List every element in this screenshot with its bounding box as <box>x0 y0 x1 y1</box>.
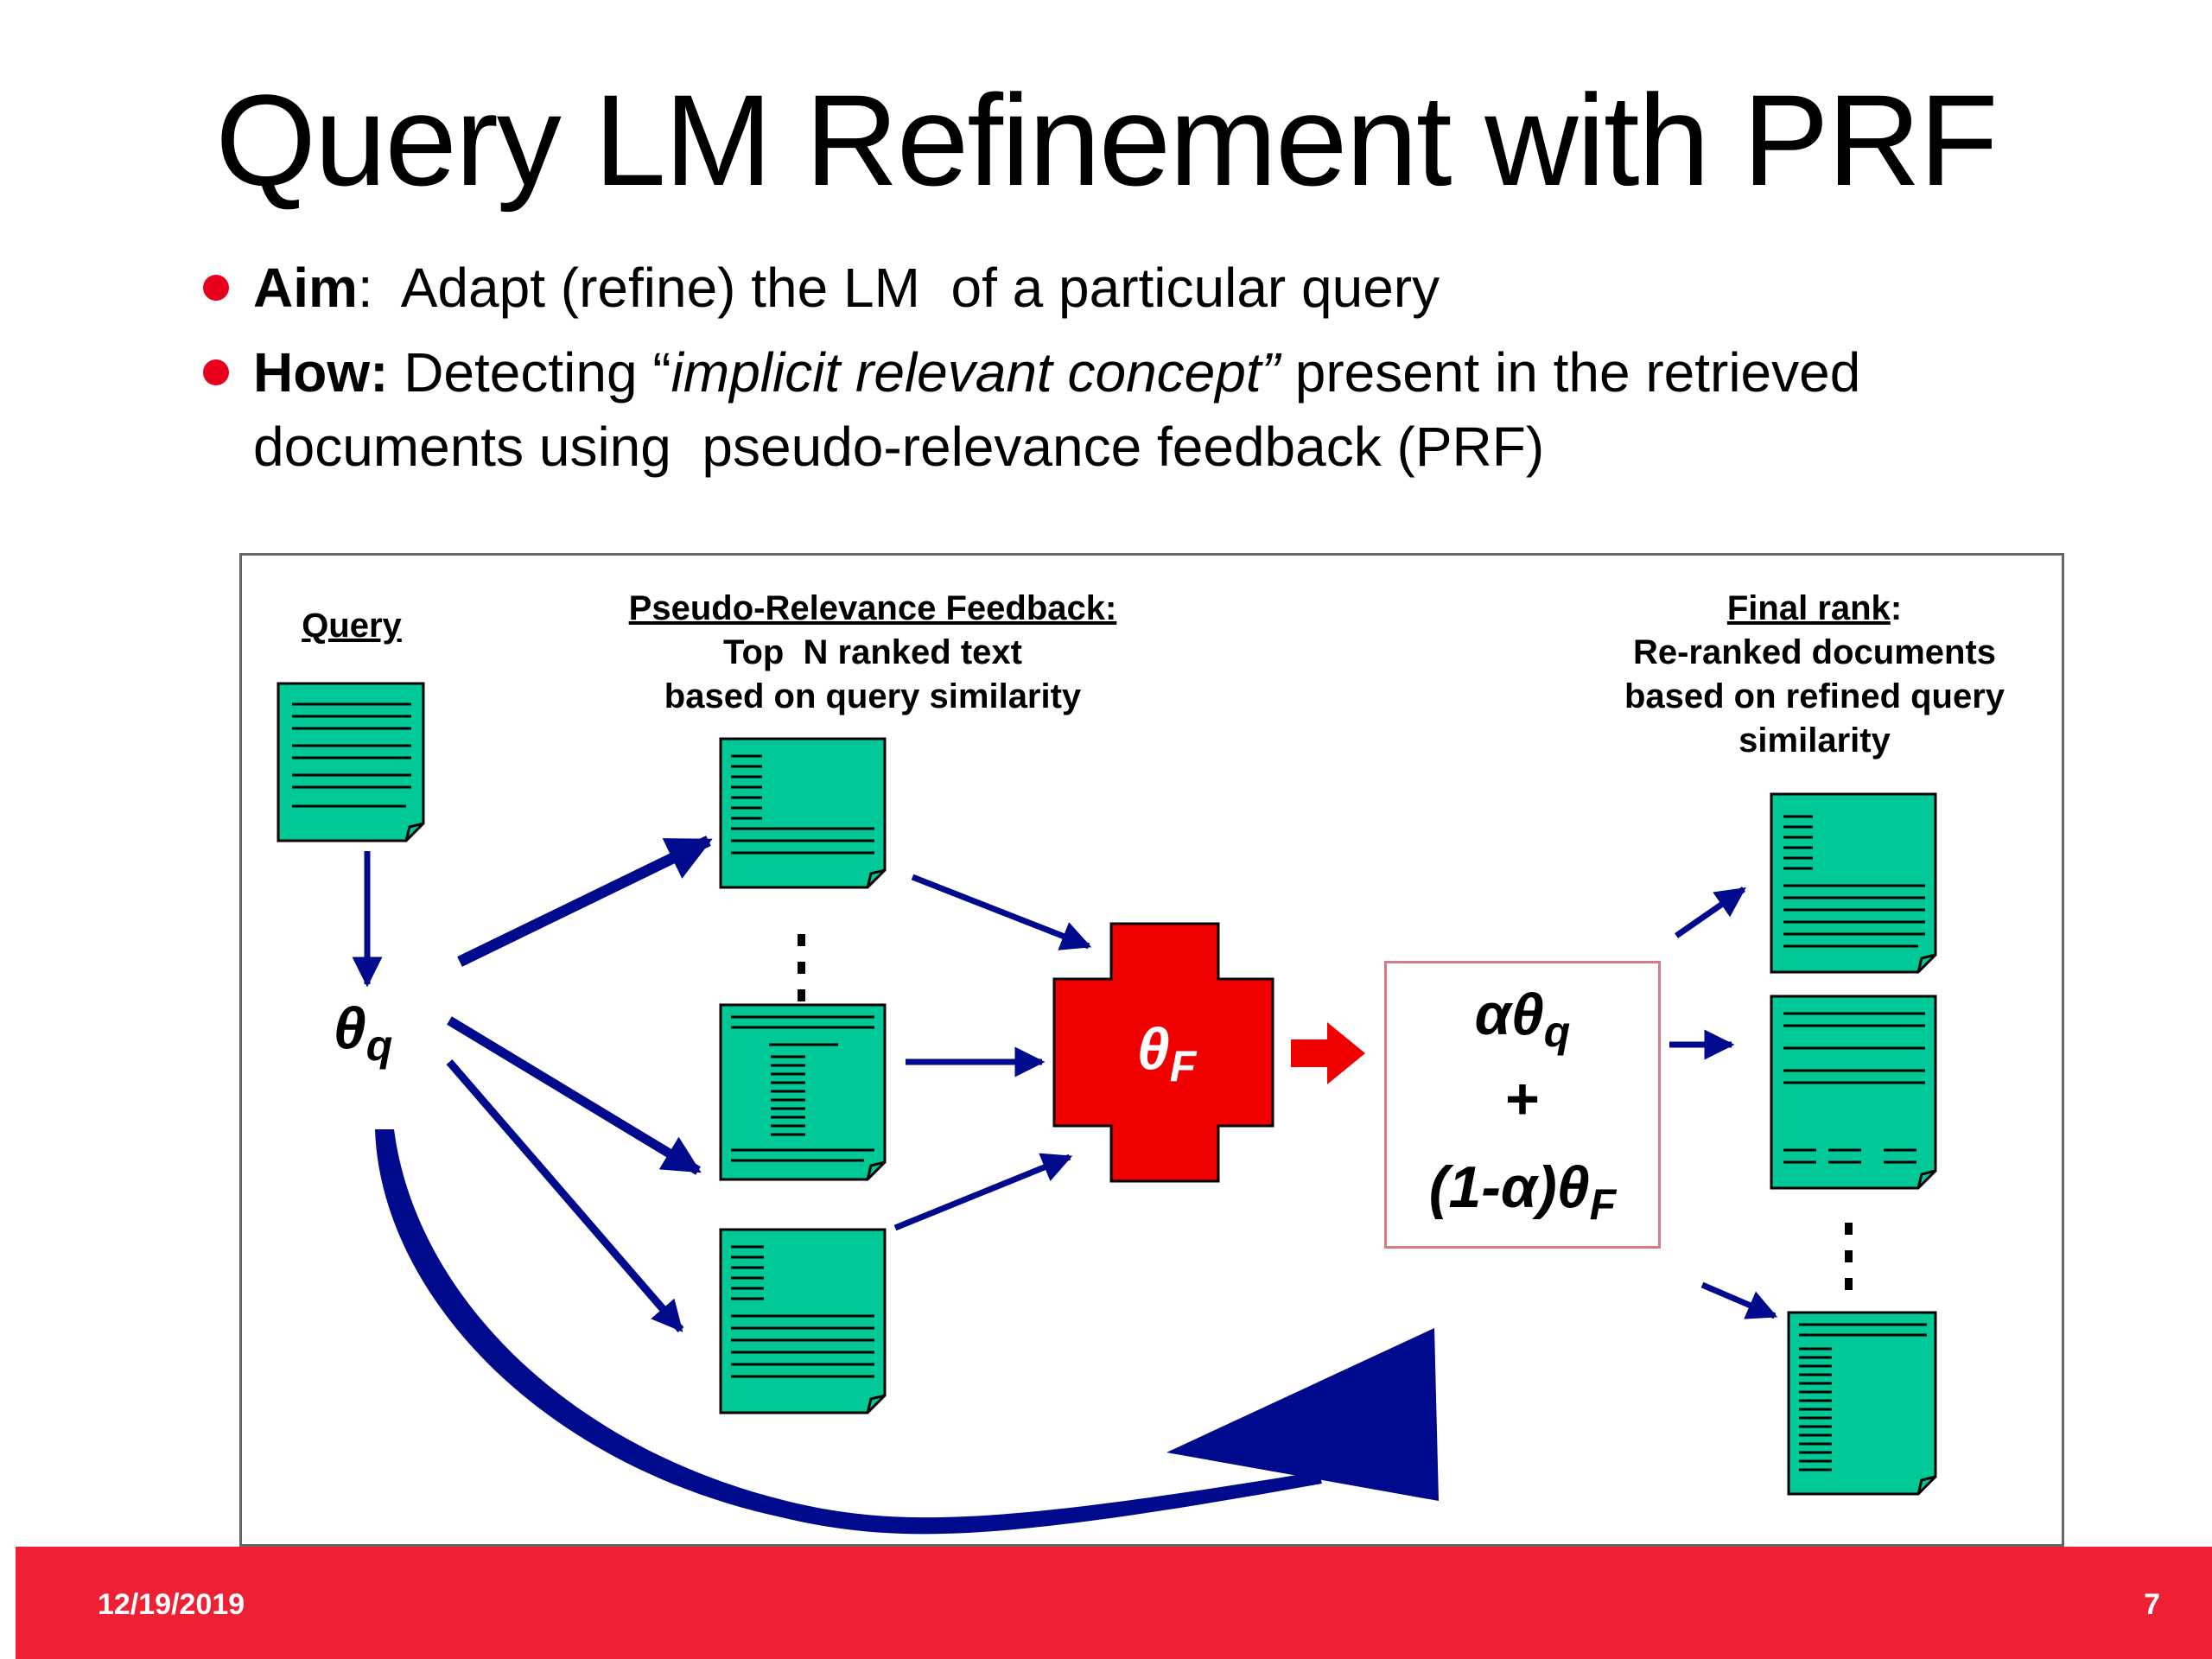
ellipsis-icon <box>798 934 805 1001</box>
page-number: 7 <box>2144 1588 2160 1621</box>
prf-document-2-icon <box>719 1003 887 1181</box>
mix-plus: + <box>1505 1066 1540 1132</box>
how-italic: implicit relevant concept” <box>671 341 1280 404</box>
diagram-graphics <box>276 682 1937 1535</box>
aim-label: Aim <box>253 257 358 319</box>
prf-line1: Top N ranked text <box>723 633 1022 671</box>
theta-f-sym: θ <box>1136 1016 1170 1082</box>
arrow-theta-q-to-doc3 <box>446 1059 684 1332</box>
arrow-doc1-to-theta-f <box>911 874 1092 950</box>
theta-q-symbol: θq <box>302 995 423 1071</box>
final-line2: based on refined query <box>1624 677 2005 715</box>
mix-line-1: αθq <box>1387 981 1658 1057</box>
arrow-mix-to-final1 <box>1675 887 1746 938</box>
query-document-icon <box>276 682 425 842</box>
aim-separator: : <box>357 257 373 319</box>
ellipsis-right-icon <box>1845 1223 1853 1290</box>
curved-arrow-query-to-mix-icon <box>375 1129 1439 1535</box>
final-title: Final rank <box>1726 589 1891 627</box>
final-document-1-icon <box>1770 792 1937 974</box>
prf-document-1-icon <box>719 737 887 889</box>
query-label: Query <box>302 607 402 645</box>
aim-text: Adapt (refine) the LM of a particular qu… <box>372 257 1440 319</box>
final-document-3-icon <box>1787 1311 1937 1496</box>
prf-diagram: Query Pseudo-Relevance Feedback: Top N r… <box>239 553 2064 1547</box>
mix-line1-sub: q <box>1543 1007 1571 1056</box>
red-arrow-icon <box>1291 1022 1365 1084</box>
arrow-mix-to-final3 <box>1700 1281 1778 1319</box>
interpolated-model-box: αθq + (1-α)θF <box>1384 961 1661 1249</box>
final-rank-label-block: Final rank: Re-ranked documents based on… <box>1581 587 2048 763</box>
footer-bar: 12/19/2019 7 <box>16 1547 2212 1659</box>
prf-line2: based on query similarity <box>664 677 1082 715</box>
arrow-theta-q-to-doc2 <box>447 1016 702 1175</box>
theta-q-sym: θ <box>333 995 366 1061</box>
how-text-after: present in the retrieved documents using… <box>253 341 1877 478</box>
bullet-how: How: Detecting “implicit relevant concep… <box>203 335 2104 484</box>
final-title-row: Final rank: <box>1581 587 2048 631</box>
slide-title: Query LM Refinement with PRF <box>215 67 1998 213</box>
bullet-list: Aim: Adapt (refine) the LM of a particul… <box>203 251 2104 494</box>
bullet-aim: Aim: Adapt (refine) the LM of a particul… <box>203 251 2104 325</box>
theta-q-sub: q <box>365 1021 393 1070</box>
final-line1: Re-ranked documents <box>1632 633 1997 671</box>
how-label: How: <box>253 341 389 404</box>
prf-label-block: Pseudo-Relevance Feedback: Top N ranked … <box>570 587 1175 719</box>
theta-f-sub: F <box>1169 1042 1197 1090</box>
mix-line-3: (1-α)θF <box>1387 1154 1658 1230</box>
mix-line3-pre: (1-α)θ <box>1428 1154 1590 1220</box>
prf-title: Pseudo-Relevance Feedback: <box>628 589 1117 627</box>
mix-line1-sym: αθ <box>1474 982 1544 1047</box>
arrow-theta-q-to-doc1 <box>457 836 713 967</box>
bullet-dot-icon <box>203 275 229 301</box>
footer-date: 12/19/2019 <box>98 1588 245 1621</box>
final-document-2-icon <box>1770 995 1937 1190</box>
final-colon: : <box>1890 589 1903 627</box>
feedback-model-cross-icon <box>1052 922 1274 1183</box>
arrow-doc3-to-theta-f <box>893 1153 1073 1231</box>
bullet-dot-icon <box>203 359 229 385</box>
final-line3: similarity <box>1738 721 1891 760</box>
theta-f-symbol: θF <box>1089 1015 1244 1091</box>
prf-document-3-icon <box>719 1228 887 1414</box>
mix-line3-sub: F <box>1589 1180 1617 1229</box>
how-text-before: Detecting “ <box>388 341 671 404</box>
